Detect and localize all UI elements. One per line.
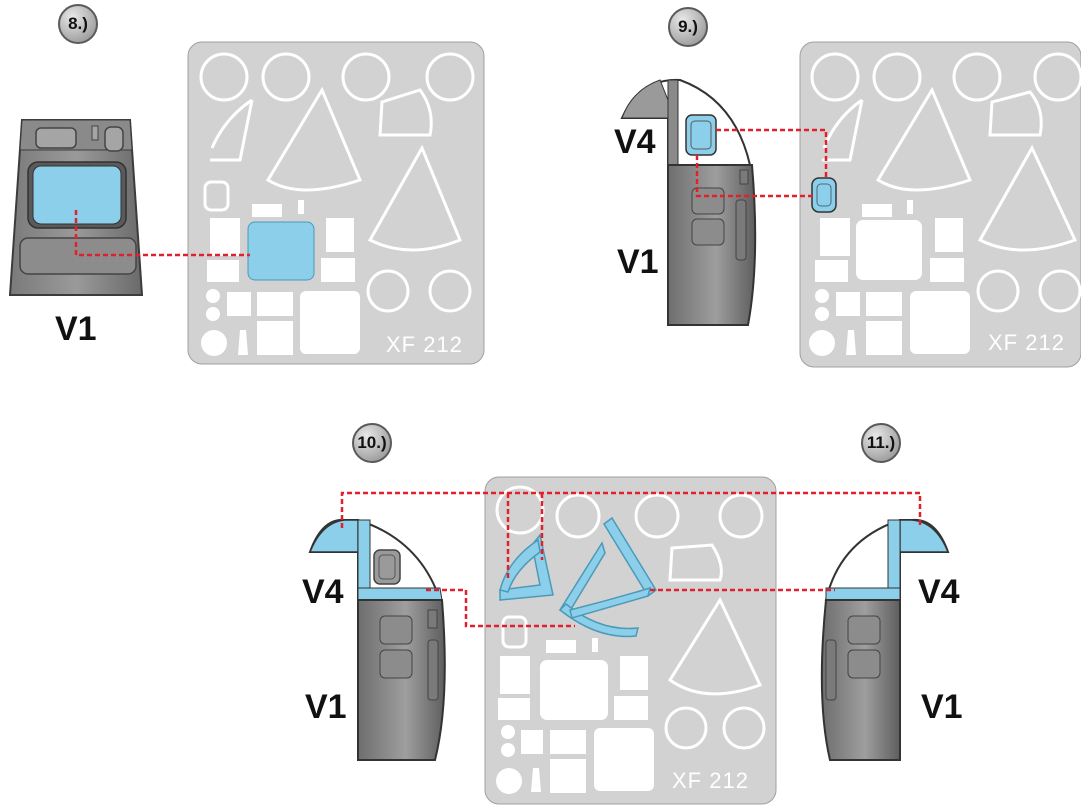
label-v4-step11: V4: [918, 573, 960, 611]
cockpit-frame-step11: [820, 518, 950, 761]
canopy-strip-right-v4: [899, 519, 950, 553]
leader-line-step8: [74, 210, 250, 257]
canopy-frame-masks-highlight: [499, 516, 657, 638]
step-badge-9: 9.): [668, 7, 708, 47]
sheet-code-label-step10: XF 212: [672, 768, 749, 793]
leader-lines-step10-11: [340, 491, 922, 628]
cockpit-frame-step10: [308, 518, 446, 761]
screen-mask-on-sheet: [247, 221, 315, 281]
cockpit-frame-step9: [620, 78, 757, 326]
small-window-mask-v4: [685, 114, 717, 156]
sheet-code-label: XF 212: [386, 332, 463, 357]
label-v1-step8: V1: [55, 310, 97, 348]
step-badge-10: 10.): [352, 423, 392, 463]
screen-mask-highlight: [32, 165, 122, 225]
mask-sheet-step10: XF 212: [484, 476, 777, 805]
label-v1-step9: V1: [617, 243, 659, 281]
step-8-group: XF 212: [8, 41, 485, 365]
label-v1-step10: V1: [305, 688, 347, 726]
leader-line-step9-top: [716, 128, 828, 180]
step-badge-11: 11.): [861, 423, 901, 463]
small-window-mask-on-sheet: [811, 177, 837, 213]
sheet-code-label-step9: XF 212: [988, 330, 1065, 355]
label-v4-step9: V4: [614, 123, 656, 161]
label-v1-step11: V1: [921, 688, 963, 726]
leader-line-step9-bottom: [695, 155, 814, 198]
instrument-panel-v1: [8, 119, 144, 296]
label-v4-step10: V4: [302, 573, 344, 611]
canopy-strip-left-v4: [308, 519, 359, 553]
step-9-group: XF 212: [620, 41, 1081, 368]
mask-sheet-step8: XF 212: [187, 41, 485, 365]
mask-sheet-step9: XF 212: [799, 41, 1081, 368]
step-badge-8: 8.): [58, 4, 98, 44]
